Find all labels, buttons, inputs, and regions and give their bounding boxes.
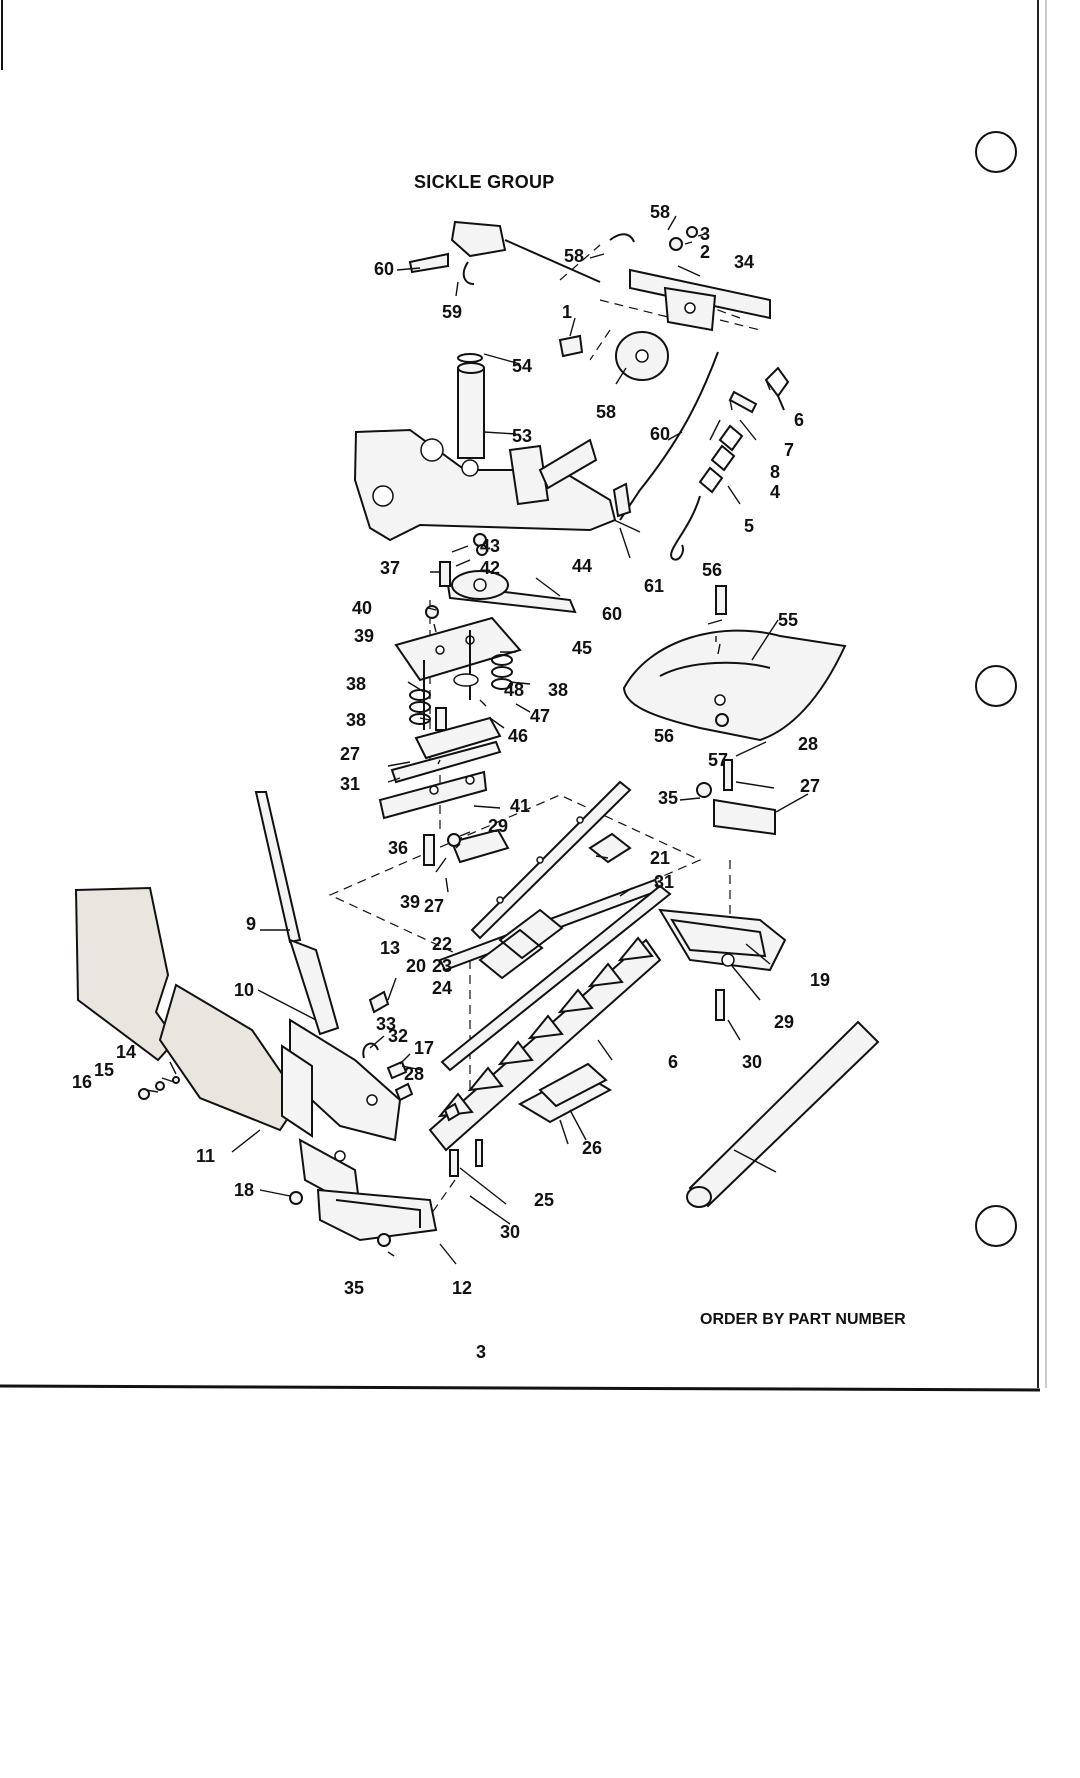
callout-46: 45 bbox=[572, 638, 592, 658]
callout-32: 32 bbox=[388, 1026, 408, 1046]
order-note: ORDER BY PART NUMBER bbox=[700, 1311, 906, 1328]
callout-20: 20 bbox=[406, 956, 426, 976]
callout-8: 8 bbox=[770, 462, 780, 482]
callout-18: 18 bbox=[234, 1180, 254, 1200]
callout-30: 30 bbox=[742, 1052, 762, 1072]
callout-58: 59 bbox=[442, 302, 462, 322]
callout-12: 12 bbox=[452, 1278, 472, 1298]
callout-26: 26 bbox=[582, 1138, 602, 1158]
callout-53: 56 bbox=[702, 560, 722, 580]
callout-41: 40 bbox=[352, 598, 372, 618]
callout-27: 27 bbox=[424, 896, 444, 916]
callout-22: 22 bbox=[432, 934, 452, 954]
callout-52: 55 bbox=[778, 610, 798, 630]
page-number: 3 bbox=[476, 1342, 487, 1362]
callout-19: 19 bbox=[810, 970, 830, 990]
callout-33: 33 bbox=[376, 1014, 396, 1034]
assembly-guide-lines bbox=[328, 244, 761, 1231]
callout-58: 58 bbox=[650, 202, 670, 222]
lever-rod bbox=[254, 791, 340, 1036]
callout-29: 29 bbox=[488, 816, 508, 836]
callout-6: 6 bbox=[794, 410, 804, 430]
divider-board bbox=[74, 886, 438, 1247]
callout-34: 34 bbox=[734, 252, 754, 272]
callout-35: 35 bbox=[344, 1278, 364, 1298]
callout-3: 3 bbox=[700, 224, 710, 244]
callout-10: 10 bbox=[234, 980, 254, 1000]
page-frame bbox=[0, 0, 1047, 1392]
pulley-and-cable bbox=[615, 331, 719, 521]
callout-27: 27 bbox=[800, 776, 820, 796]
callout-60: 61 bbox=[644, 576, 664, 596]
callout-16: 16 bbox=[72, 1072, 92, 1092]
page-title: SICKLE GROUP bbox=[414, 172, 555, 192]
callout-38: 38 bbox=[548, 680, 568, 700]
callout-38: 38 bbox=[346, 674, 366, 694]
callout-30: 30 bbox=[500, 1222, 520, 1242]
callout-29: 29 bbox=[774, 1012, 794, 1032]
binder-hole bbox=[975, 131, 1017, 1247]
pitman-head-assembly bbox=[394, 533, 577, 731]
callout-55: 57 bbox=[708, 750, 728, 770]
callout-11: 11 bbox=[196, 1146, 215, 1166]
tube-61 bbox=[686, 1020, 880, 1208]
callout-54: 56 bbox=[654, 726, 674, 746]
callout-5: 5 bbox=[744, 516, 754, 536]
callout-44: 43 bbox=[480, 536, 500, 556]
callout-39: 39 bbox=[400, 892, 420, 912]
sickle-head-guides bbox=[378, 716, 510, 866]
callout-50: 53 bbox=[512, 426, 532, 446]
outer-shoe-52 bbox=[622, 585, 847, 742]
callout-2: 2 bbox=[700, 242, 710, 262]
callout-17: 17 bbox=[414, 1038, 434, 1058]
part-callouts: 58 3 2 58 34 60 59 1 54 58 6 53 60 7 8 4… bbox=[72, 202, 830, 1298]
callout-40: 39 bbox=[354, 626, 374, 646]
callout-57: 58 bbox=[564, 246, 584, 266]
callout-21: 21 bbox=[650, 848, 670, 868]
callout-6: 6 bbox=[668, 1052, 678, 1072]
lift-chain-hook bbox=[670, 366, 790, 561]
callout-24: 24 bbox=[432, 978, 452, 998]
inner-shoe bbox=[658, 759, 787, 1021]
callout-31: 31 bbox=[340, 774, 360, 794]
callout-48: 47 bbox=[530, 706, 550, 726]
guard-row bbox=[517, 1062, 613, 1124]
callout-28: 28 bbox=[404, 1064, 424, 1084]
leader-lines bbox=[145, 215, 809, 1265]
callout-38: 38 bbox=[346, 710, 366, 730]
callout-37: 37 bbox=[380, 558, 400, 578]
callout-27: 27 bbox=[340, 744, 360, 764]
callout-35: 35 bbox=[658, 788, 678, 808]
lift-linkage bbox=[408, 220, 771, 358]
callout-42: 41 bbox=[510, 796, 530, 816]
sickle-sections bbox=[428, 832, 662, 1152]
callout-56: 58 bbox=[596, 402, 616, 422]
callout-7: 7 bbox=[784, 440, 794, 460]
callout-43: 42 bbox=[480, 558, 500, 578]
callout-36: 36 bbox=[388, 838, 408, 858]
callout-4: 4 bbox=[770, 482, 780, 502]
callout-59: 60 bbox=[650, 424, 670, 444]
callout-1: 1 bbox=[562, 302, 572, 322]
callout-28: 28 bbox=[798, 734, 818, 754]
callout-31: 31 bbox=[654, 872, 674, 892]
callout-14: 14 bbox=[116, 1042, 136, 1062]
callout-13: 13 bbox=[380, 938, 400, 958]
gearbox-housing bbox=[353, 353, 632, 542]
board-hardware bbox=[362, 990, 483, 1177]
callout-23: 23 bbox=[432, 956, 452, 976]
callout-58: 60 bbox=[602, 604, 622, 624]
callout-15: 15 bbox=[94, 1060, 114, 1080]
callout-25: 25 bbox=[534, 1190, 554, 1210]
callout-51: 54 bbox=[512, 356, 532, 376]
callout-60: 60 bbox=[374, 259, 394, 279]
callout-47: 46 bbox=[508, 726, 528, 746]
callout-49: 48 bbox=[504, 680, 524, 700]
callout-45: 44 bbox=[572, 556, 592, 576]
callout-9: 9 bbox=[246, 914, 256, 934]
